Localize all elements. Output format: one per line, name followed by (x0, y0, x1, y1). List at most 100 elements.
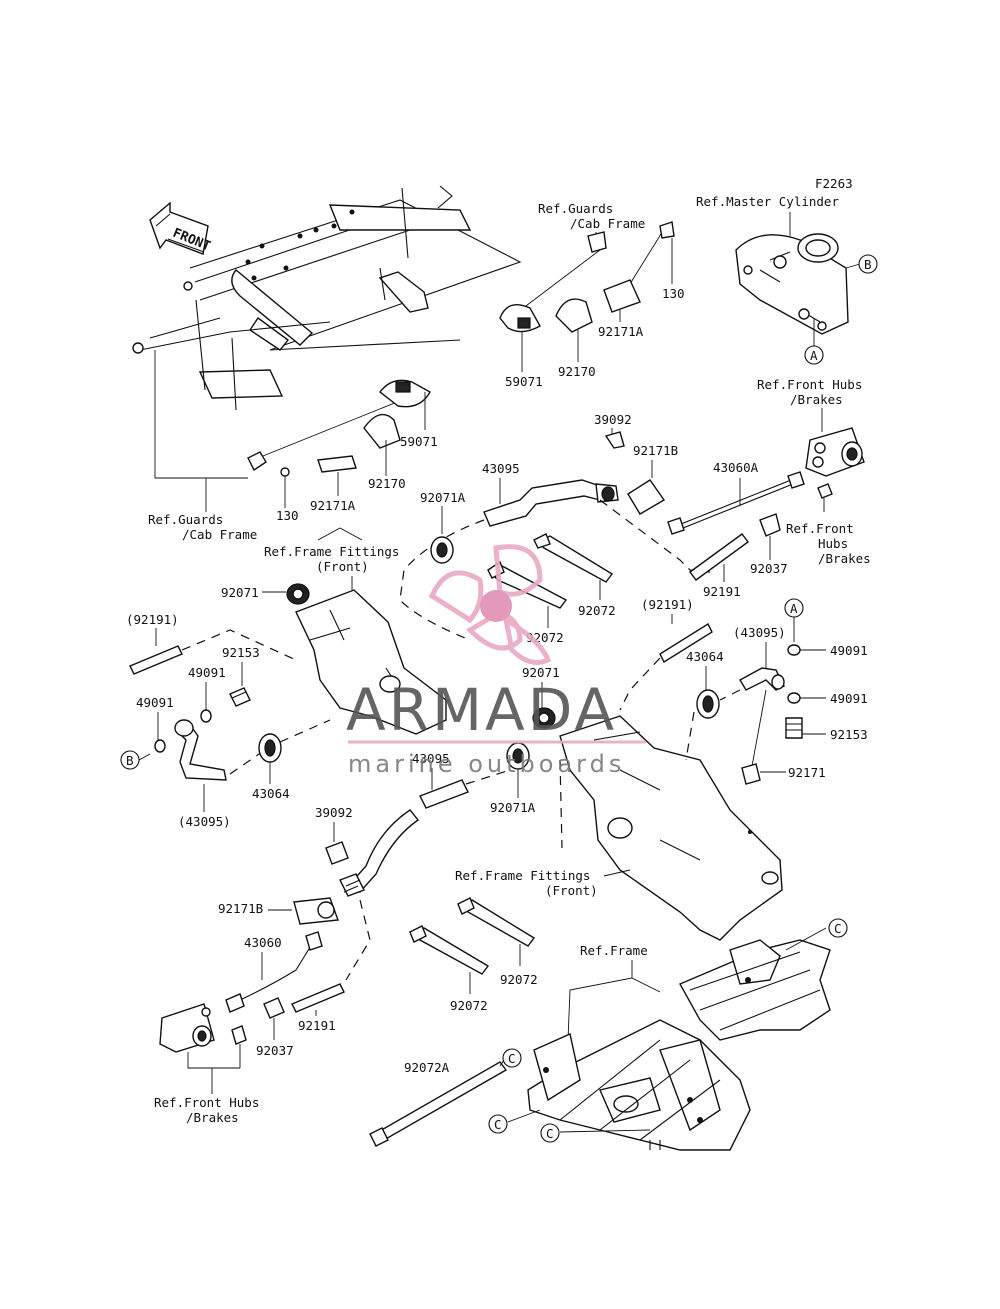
ref-front-hubs-right-line3: /Brakes (818, 551, 871, 566)
part-92170-top: 92170 (558, 364, 596, 379)
part-49091-left-a: 49091 (188, 665, 226, 680)
part-92171B-top: 92171B (633, 443, 678, 458)
callout-c-tie (502, 1048, 522, 1068)
grommet-92071-left (286, 583, 310, 605)
part-92037-top: 92037 (750, 561, 788, 576)
callout-b-top (858, 254, 878, 274)
callout-b-left-label: B (126, 753, 134, 768)
front-caliper-top (805, 427, 865, 477)
bolt-92153-right (785, 717, 803, 739)
ref-front-hubs-right-line2: Hubs (818, 536, 848, 551)
frame-fitting-front-right (559, 715, 783, 941)
part-59071-top: 59071 (505, 374, 543, 389)
part-39092-mid: 39092 (315, 805, 353, 820)
part-43064-left: 43064 (252, 786, 290, 801)
callout-c-frame-left-label: C (494, 1117, 502, 1132)
part-39092-top: 39092 (594, 412, 632, 427)
part-49091-right-b: 49091 (830, 691, 868, 706)
watermark-brand: ARMADA (346, 676, 617, 744)
brake-pipe-43060 (225, 931, 323, 1013)
part-92191-paren-right: (92191) (641, 597, 694, 612)
part-92072-a: 92072 (578, 603, 616, 618)
cable-tie-92072-c (457, 897, 536, 947)
part-43095-paren-left: (43095) (178, 814, 231, 829)
callout-b-top-label: B (864, 257, 872, 272)
hose-43095-mid (339, 779, 469, 897)
part-92191-top: 92191 (703, 584, 741, 599)
bleeder-top (817, 483, 833, 512)
frame-illustration (527, 939, 831, 1151)
ref-frame: Ref.Frame (580, 943, 648, 958)
part-92072-c: 92072 (500, 972, 538, 987)
ref-front-hubs-bottom-line2: /Brakes (186, 1110, 239, 1125)
callout-c-frame-left (488, 1114, 508, 1134)
part-92037-left: 92037 (256, 1043, 294, 1058)
part-92191-mid: 92191 (298, 1018, 336, 1033)
callout-c-frame-top-label: C (834, 921, 842, 936)
clip-39092-top (604, 431, 625, 449)
sleeve-92191-top (689, 533, 749, 581)
part-43060: 43060 (244, 935, 282, 950)
callout-c-frame-bottom-label: C (546, 1126, 554, 1141)
callout-a-top-label: A (810, 348, 818, 363)
hose-43095-right (739, 667, 785, 691)
part-92171A-left: 92171A (310, 498, 356, 513)
part-92071A-top: 92071A (420, 490, 466, 505)
sleeve-92191-mid (291, 983, 345, 1013)
ref-front-hubs-top-line1: Ref.Front Hubs (757, 377, 862, 392)
part-92191-paren-left: (92191) (126, 612, 179, 627)
ref-guards-top-line1: Ref.Guards (538, 201, 613, 216)
part-92170-left: 92170 (368, 476, 406, 491)
washer-49091-left-b (154, 739, 166, 753)
part-43095-mid: 43095 (412, 751, 450, 766)
part-43095-top: 43095 (482, 461, 520, 476)
ref-frame-fittings-b-line2: (Front) (545, 883, 598, 898)
guard-frame-illustration (132, 185, 522, 411)
ref-master-cylinder: Ref.Master Cylinder (696, 194, 839, 209)
part-43095-paren-right: (43095) (733, 625, 786, 640)
part-92153-left: 92153 (222, 645, 260, 660)
ref-guards-left-line2: /Cab Frame (182, 527, 257, 542)
callout-a-top (804, 345, 824, 365)
ref-frame-fittings-b-line1: Ref.Frame Fittings (455, 868, 590, 883)
washer-49091-left-a (200, 709, 212, 723)
part-130-left: 130 (276, 508, 299, 523)
union-92037-left (263, 997, 285, 1019)
frame-fitting-front-left (295, 589, 447, 735)
ref-front-hubs-top-line2: /Brakes (790, 392, 843, 407)
part-92071-right: 92071 (522, 665, 560, 680)
brake-pipe-43060A (667, 471, 805, 535)
part-49091-right-a: 49091 (830, 643, 868, 658)
part-92171A-top: 92171A (598, 324, 644, 339)
part-43060A: 43060A (713, 460, 759, 475)
cable-tie-92072-d (409, 925, 490, 975)
callout-c-frame-top (828, 918, 848, 938)
part-43064-right: 43064 (686, 649, 724, 664)
ref-front-hubs-bottom-line1: Ref.Front Hubs (154, 1095, 259, 1110)
grommet-43064-right (696, 689, 720, 719)
callout-a-right-label: A (790, 601, 798, 616)
part-49091-left-b: 49091 (136, 695, 174, 710)
bracket-92171B-top (627, 479, 666, 515)
top-clamp-assembly (499, 221, 675, 333)
ref-guards-top-line2: /Cab Frame (570, 216, 645, 231)
grommet-43064-left (258, 733, 282, 763)
sleeve-92191-right (659, 622, 713, 664)
part-92153-right: 92153 (830, 727, 868, 742)
ref-frame-fittings-a-line2: (Front) (316, 559, 369, 574)
part-130-top: 130 (662, 286, 685, 301)
union-92037-top (759, 513, 781, 537)
hose-43095-top (483, 479, 619, 527)
sleeve-92191-left (129, 645, 183, 675)
bolt-92153-left (229, 687, 251, 707)
clip-39092-mid (325, 841, 349, 865)
watermark-tagline: marine outboards (348, 750, 625, 778)
master-cylinder-illustration (735, 233, 849, 335)
figure-code: F2263 (815, 176, 853, 191)
front-caliper-left (159, 1003, 247, 1053)
hose-43095-left (174, 719, 227, 781)
part-92071A-right: 92071A (490, 800, 536, 815)
cable-tie-92072A (369, 1061, 508, 1147)
callout-c-frame-bottom (540, 1123, 560, 1143)
